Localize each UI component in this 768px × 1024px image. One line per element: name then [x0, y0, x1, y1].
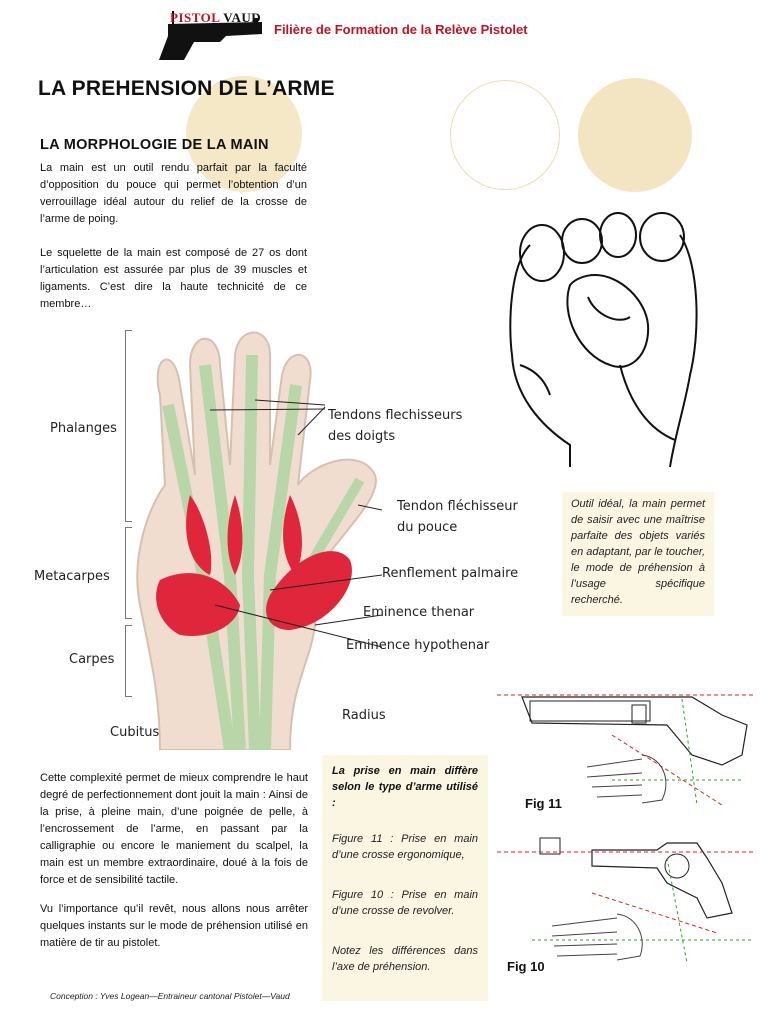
- decor-circle-outline: [450, 80, 560, 190]
- fig11-label: Fig 11: [525, 796, 562, 811]
- logo-text-pistol: PISTOL: [170, 10, 220, 25]
- label-phalanges: Phalanges: [50, 421, 117, 436]
- bracket-metacarpes: [125, 527, 132, 619]
- label-hypothenar: Eminence hypothenar: [346, 638, 490, 653]
- fig10-label: Fig 10: [507, 959, 545, 974]
- fist-icon: [509, 212, 698, 468]
- side-note-text: Outil idéal, la main permet de saisir av…: [571, 498, 705, 606]
- decor-circle-left: [186, 76, 302, 192]
- logo-text: PISTOL VAUD: [170, 10, 280, 26]
- label-thenar: Eminence thenar: [363, 605, 475, 620]
- label-carpes: Carpes: [69, 652, 115, 667]
- section-title: LA MORPHOLOGIE DE LA MAIN: [40, 137, 269, 153]
- side-note-box: Outil idéal, la main permet de saisir av…: [562, 492, 714, 616]
- label-renflement: Renflement palmaire: [382, 566, 519, 581]
- fig11-drawing: [492, 685, 754, 813]
- page-title: LA PREHENSION DE L’ARME: [38, 77, 335, 100]
- lower-paragraph-1: Cette complexité permet de mieux compren…: [40, 772, 308, 886]
- bracket-carpes: [125, 625, 132, 697]
- caption-fig10: Figure 10 : Prise en main d’une crosse d…: [332, 889, 478, 917]
- lower-paragraph-2: Vu l’importance qu’il revêt, nous allons…: [40, 903, 308, 949]
- label-tendons-doigts-2: des doigts: [328, 429, 396, 444]
- label-cubitus: Cubitus: [110, 725, 160, 740]
- ergonomic-pistol-hand-icon: [497, 694, 754, 806]
- fist-drawing: [500, 205, 710, 473]
- intro-paragraph-2: Le squelette de la main est composé de 2…: [40, 247, 307, 310]
- logo: [154, 6, 269, 61]
- caption-note: Notez les différences dans l’axe de préh…: [332, 945, 478, 973]
- intro-paragraph-1: La main est un outil rendu parfait par l…: [40, 162, 307, 225]
- intro-text: La main est un outil rendu parfait par l…: [40, 160, 307, 313]
- footer-credit: Conception : Yves Logean—Entraineur cant…: [50, 991, 290, 1001]
- caption-box: La prise en main diffère selon le type d…: [322, 755, 488, 1001]
- label-tendons-doigts-1: Tendons flechisseurs: [328, 408, 463, 423]
- revolver-hand-icon: [497, 837, 754, 964]
- caption-heading: La prise en main diffère selon le type d…: [332, 765, 478, 809]
- label-radius: Radius: [342, 708, 386, 723]
- lower-text: Cette complexité permet de mieux compren…: [40, 770, 308, 952]
- label-tendon-pouce-2: du pouce: [397, 520, 458, 535]
- logo-text-vaud: VAUD: [223, 10, 262, 25]
- label-metacarpes: Metacarpes: [34, 569, 110, 584]
- bracket-phalanges: [125, 330, 132, 522]
- pistol-logo-icon: [159, 11, 262, 60]
- decor-circle-right: [578, 78, 692, 192]
- hand-anatomy-icon: [136, 331, 383, 751]
- hand-anatomy-drawing: [120, 325, 390, 751]
- fig10-drawing: [492, 828, 754, 966]
- label-tendon-pouce-1: Tendon fléchisseur: [397, 499, 518, 514]
- caption-fig11: Figure 11 : Prise en main d’une crosse e…: [332, 833, 478, 861]
- header-subtitle: Filière de Formation de la Relève Pistol…: [274, 22, 528, 37]
